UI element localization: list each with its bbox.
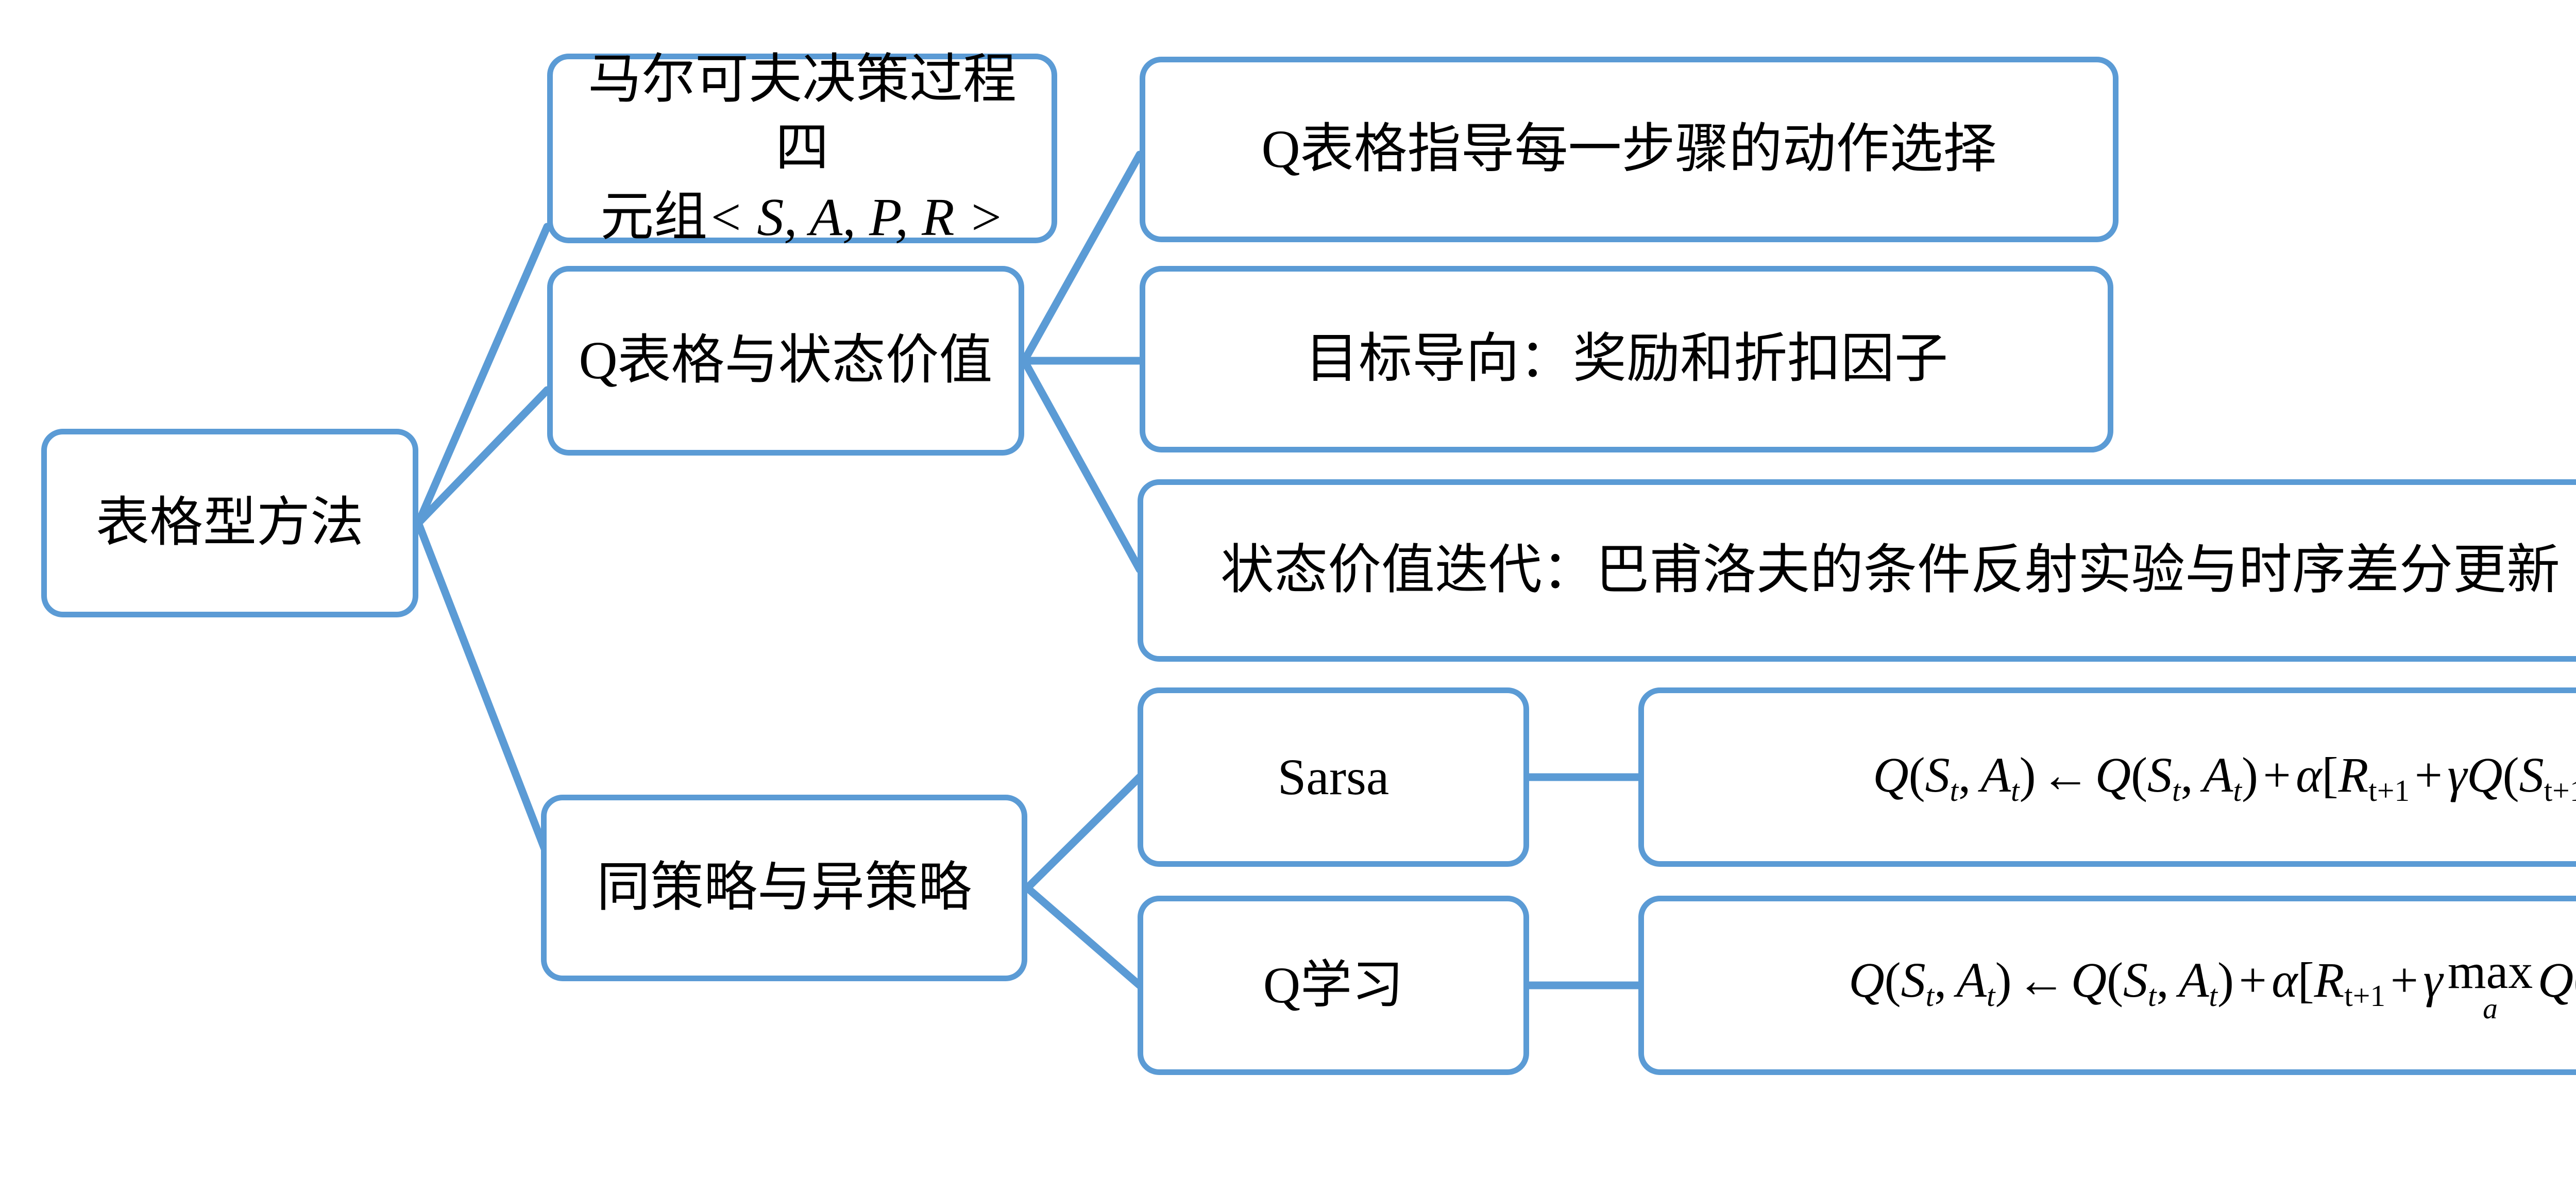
node-mdp[interactable]: 马尔可夫决策过程四 元组< S, A, P, R > [547, 50, 1057, 247]
node-qlearning[interactable]: Q学习 [1138, 896, 1529, 1075]
node-qtable-label: Q表格与状态价值 [579, 331, 993, 391]
node-qlearning-update-formula[interactable]: Q(St, At)←Q(St, At)+α[Rt+1+γmaxaQ(St+1, … [1638, 896, 2576, 1075]
edge-root-qtable [414, 386, 551, 527]
node-goal-oriented-label: 目标导向：奖励和折扣因子 [1304, 329, 1948, 389]
node-qtable[interactable]: Q表格与状态价值 [547, 266, 1024, 456]
node-sarsa-label: Sarsa [1277, 748, 1389, 805]
edge-policy-qlearn [1023, 884, 1144, 989]
node-value-iteration-label: 状态价值迭代：巴甫洛夫的条件反射实验与时序差分更新 [1220, 541, 2560, 600]
node-policy-label: 同策略与异策略 [596, 858, 972, 918]
node-q-guides-action[interactable]: Q表格指导每一步骤的动作选择 [1140, 57, 2119, 242]
node-sarsa[interactable]: Sarsa [1138, 687, 1529, 867]
node-root-label: 表格型方法 [95, 493, 364, 553]
node-root[interactable]: 表格型方法 [41, 429, 418, 617]
formula-sarsa-update: Q(St, At)←Q(St, At)+α[Rt+1+γQ(St+1, At+1… [1873, 747, 2576, 808]
node-policy[interactable]: 同策略与异策略 [541, 795, 1027, 981]
node-mdp-line1: 马尔可夫决策过程四 [587, 50, 1016, 178]
formula-qlearning-update: Q(St, At)←Q(St, At)+α[Rt+1+γmaxaQ(St+1, … [1849, 943, 2576, 1026]
node-mdp-line2-prefix: 元组 [600, 187, 708, 247]
edge-root-mdp [414, 223, 551, 527]
edge-policy-sarsa [1023, 773, 1144, 892]
edge-root-policy [414, 519, 551, 860]
edge-qtable-value [1020, 357, 1144, 574]
node-q-guides-action-label: Q表格指导每一步骤的动作选择 [1261, 120, 1997, 179]
node-goal-oriented[interactable]: 目标导向：奖励和折扣因子 [1140, 266, 2113, 452]
edge-qtable-guides [1020, 150, 1144, 365]
node-qlearning-label: Q学习 [1263, 956, 1404, 1014]
node-value-iteration[interactable]: 状态价值迭代：巴甫洛夫的条件反射实验与时序差分更新 [1138, 479, 2576, 662]
node-mdp-label: 马尔可夫决策过程四 元组< S, A, P, R > [553, 45, 1052, 251]
node-mdp-tuple: < S, A, P, R > [707, 187, 1004, 247]
node-sarsa-update-formula[interactable]: Q(St, At)←Q(St, At)+α[Rt+1+γQ(St+1, At+1… [1638, 687, 2576, 867]
